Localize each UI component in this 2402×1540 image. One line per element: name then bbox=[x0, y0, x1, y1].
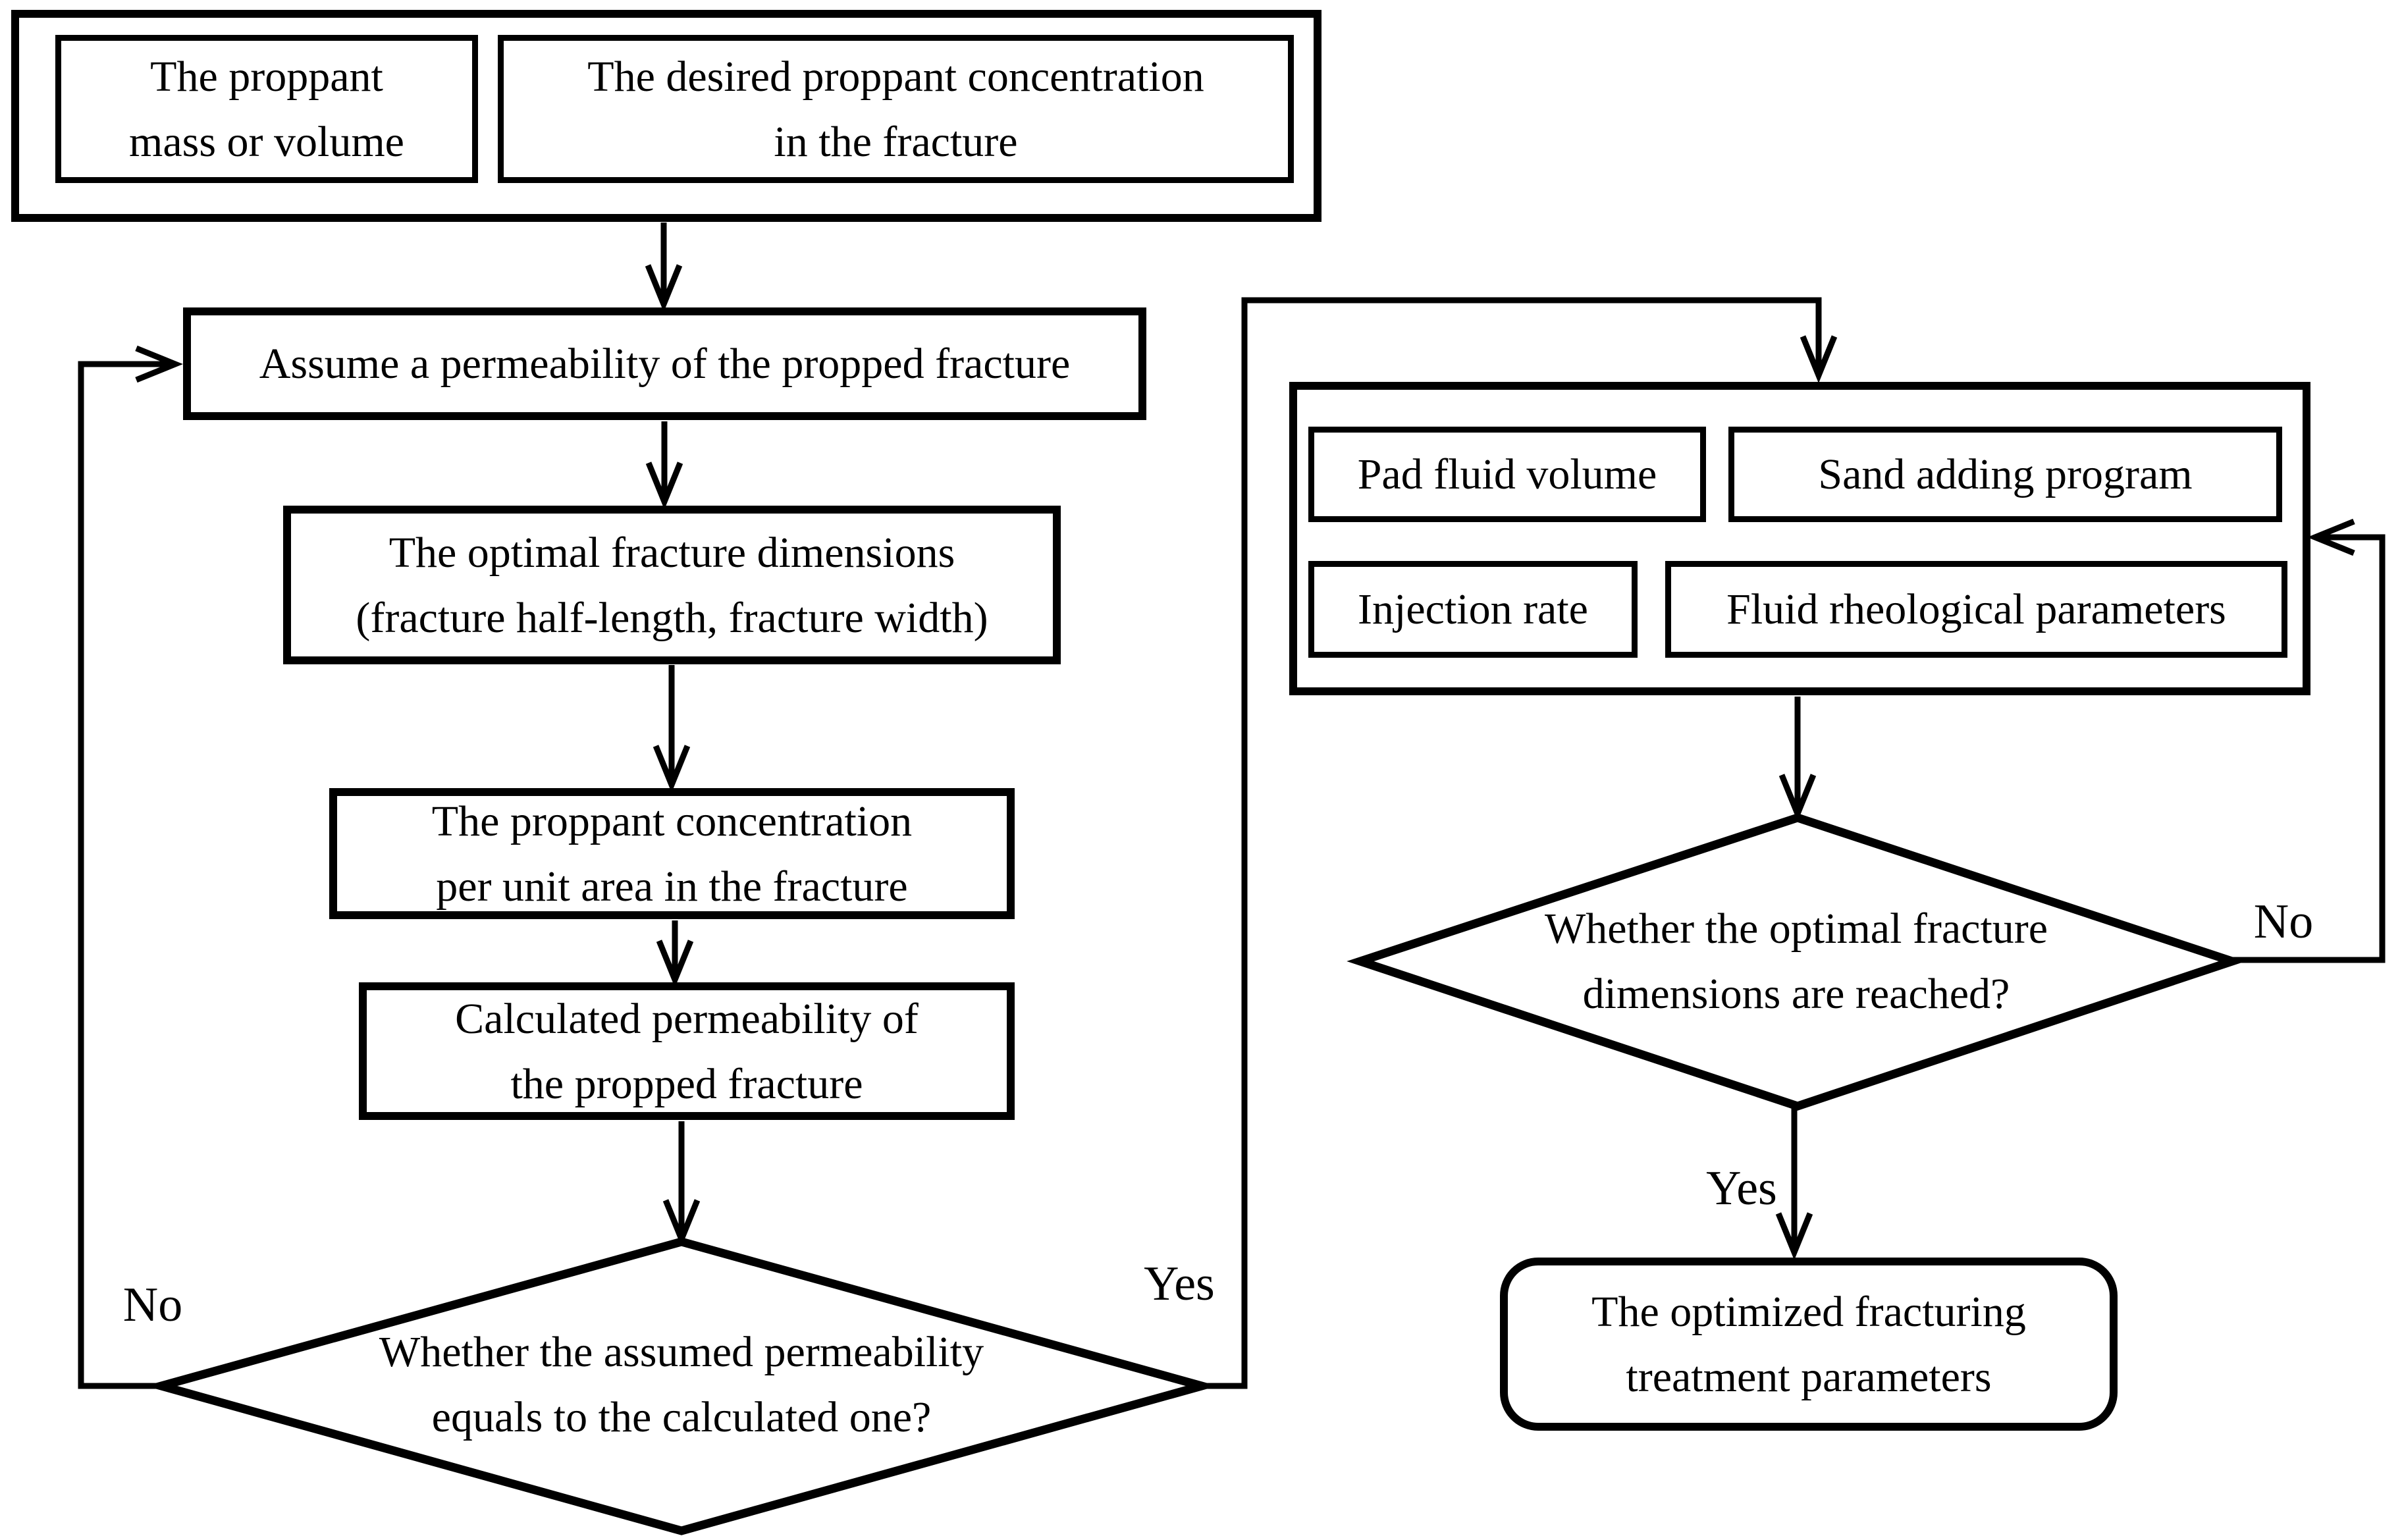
edge-label-permeability-yes: Yes bbox=[1144, 1256, 1215, 1311]
arrowhead-down-8 bbox=[1775, 1212, 1813, 1260]
arrowhead-down-6 bbox=[1800, 335, 1838, 383]
edge-decision2-no-loop bbox=[2232, 534, 2386, 963]
decision-dimensions-label-wrap: Whether the optimal fracture dimensions … bbox=[1467, 831, 2125, 1092]
node-optimal-dimensions-label: The optimal fracture dimensions (fractur… bbox=[356, 528, 988, 642]
arrowhead-down-4 bbox=[656, 940, 694, 988]
decision-dimensions-label: Whether the optimal fracture dimensions … bbox=[1544, 905, 2048, 1018]
node-assume-permeability: Assume a permeability of the propped fra… bbox=[183, 307, 1146, 420]
node-injection-rate: Injection rate bbox=[1308, 561, 1638, 658]
node-desired-concentration-label: The desired proppant concentration in th… bbox=[587, 52, 1204, 166]
node-calculated-permeability-label: Calculated permeability of the propped f… bbox=[455, 994, 919, 1108]
node-optimized-parameters-label: The optimized fracturing treatment param… bbox=[1591, 1287, 2026, 1401]
node-calculated-permeability: Calculated permeability of the propped f… bbox=[359, 982, 1015, 1120]
edge-decision-yes-to-params bbox=[1202, 297, 1822, 1389]
arrowhead-down-1 bbox=[645, 264, 683, 312]
node-desired-concentration: The desired proppant concentration in th… bbox=[498, 35, 1294, 183]
node-pad-fluid-volume-label: Pad fluid volume bbox=[1357, 450, 1657, 498]
node-sand-adding-program: Sand adding program bbox=[1728, 427, 2282, 522]
node-assume-permeability-label: Assume a permeability of the propped fra… bbox=[259, 340, 1071, 388]
decision-dimensions-diamond bbox=[1347, 813, 2246, 1111]
node-proppant-mass: The proppant mass or volume bbox=[55, 35, 478, 183]
arrowhead-left-1 bbox=[2307, 518, 2355, 556]
arrowhead-down-3 bbox=[653, 745, 691, 793]
node-proppant-mass-label: The proppant mass or volume bbox=[129, 52, 404, 166]
edge-label-dimensions-no: No bbox=[2253, 894, 2314, 949]
edge-label-permeability-no: No bbox=[122, 1277, 183, 1332]
node-fluid-rheological-parameters: Fluid rheological parameters bbox=[1665, 561, 2287, 658]
node-injection-rate-label: Injection rate bbox=[1358, 585, 1588, 633]
arrowhead-down-2 bbox=[645, 462, 683, 510]
node-fluid-rheological-parameters-label: Fluid rheological parameters bbox=[1726, 585, 2226, 633]
node-pad-fluid-volume: Pad fluid volume bbox=[1308, 427, 1706, 522]
edge-label-dimensions-yes: Yes bbox=[1706, 1161, 1777, 1215]
node-sand-adding-program-label: Sand adding program bbox=[1818, 450, 2193, 498]
decision-permeability-label: Whether the assumed permeability equals … bbox=[379, 1328, 984, 1441]
node-optimal-dimensions: The optimal fracture dimensions (fractur… bbox=[283, 506, 1061, 664]
arrowhead-right-1 bbox=[135, 345, 183, 383]
node-optimized-parameters: The optimized fracturing treatment param… bbox=[1500, 1258, 2118, 1431]
decision-permeability-label-wrap: Whether the assumed permeability equals … bbox=[319, 1254, 1044, 1515]
node-concentration-per-area: The proppant concentration per unit area… bbox=[329, 788, 1015, 919]
node-concentration-per-area-label: The proppant concentration per unit area… bbox=[431, 797, 913, 911]
edge-decision-no-loop bbox=[78, 361, 173, 1389]
decision-permeability-diamond bbox=[145, 1237, 1218, 1535]
